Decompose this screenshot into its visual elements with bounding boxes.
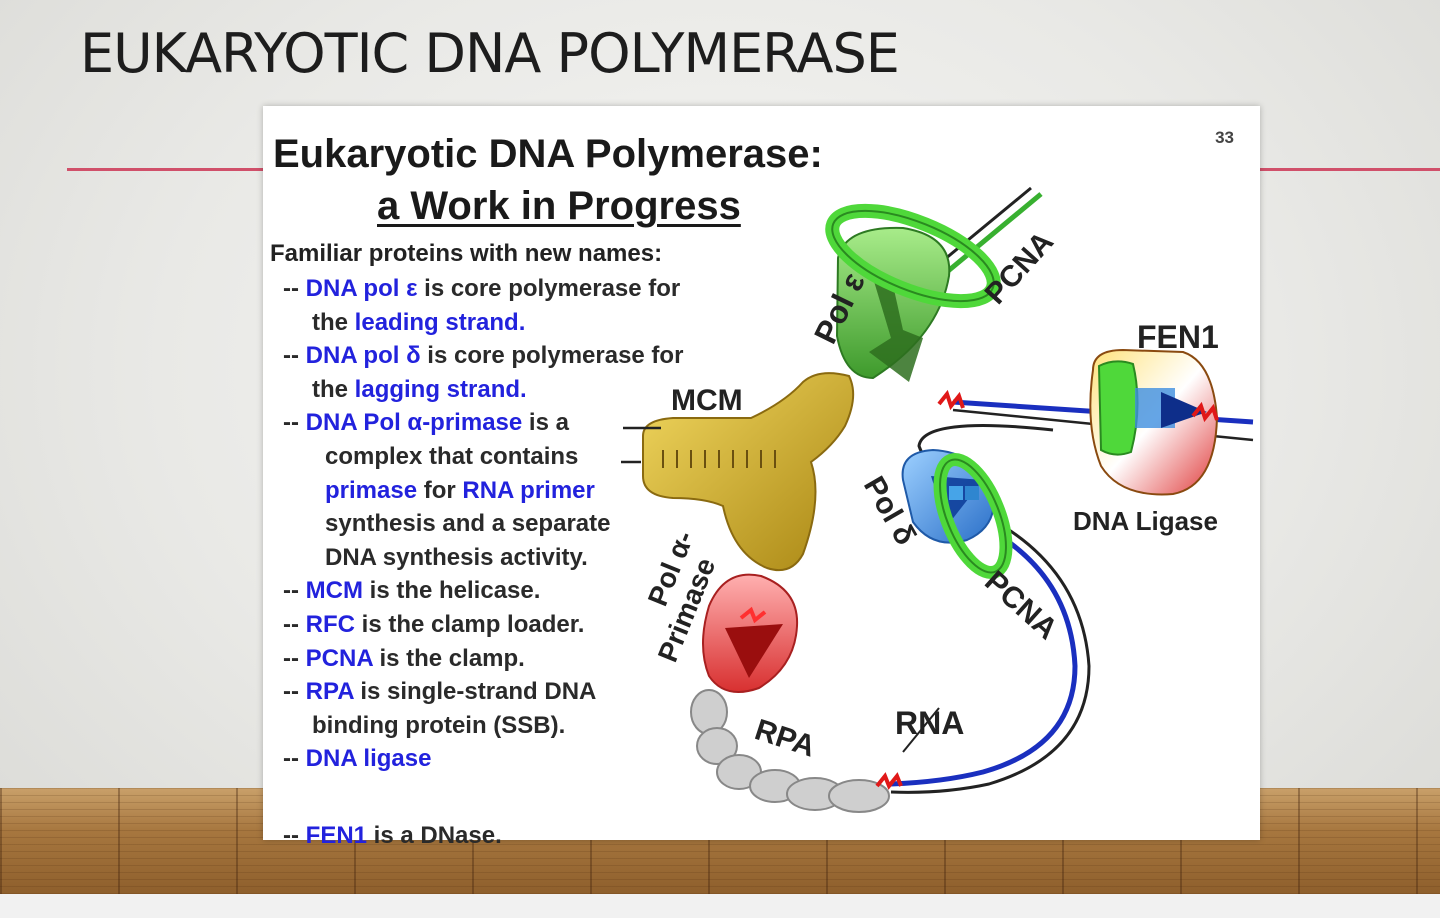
fact-term: RPA bbox=[305, 678, 354, 706]
label-fen1: FEN1 bbox=[1137, 319, 1219, 355]
fact-term: lagging strand bbox=[354, 375, 521, 403]
card-subtitle: a Work in Progress bbox=[377, 184, 741, 228]
fact-rpa: -- RPA is single-strand DNA bbox=[283, 675, 683, 709]
fact-pcna: -- PCNA is the clamp. bbox=[283, 642, 683, 676]
label-rpa: RPA bbox=[751, 713, 819, 763]
fact-term: DNA Pol α-primase bbox=[305, 409, 523, 437]
fact-text: the bbox=[312, 308, 355, 336]
fact-mcm: -- MCM is the helicase. bbox=[283, 574, 683, 608]
fact-ligase: -- DNA ligase bbox=[283, 742, 683, 776]
fact-term: primase bbox=[325, 476, 418, 504]
fact-text: is a bbox=[522, 409, 569, 437]
fact-rfc: -- RFC is the clamp loader. bbox=[283, 608, 683, 642]
fact-pol-alpha: -- DNA Pol α-primase is a bbox=[283, 406, 683, 440]
fact-dash: -- bbox=[283, 342, 306, 370]
replication-fork-diagram: Pol ε PCNA FEN1 MCM Pol δ PCNA DNA Ligas… bbox=[621, 186, 1254, 813]
pol-alpha-primase bbox=[702, 573, 799, 693]
fact-term: RFC bbox=[305, 610, 355, 638]
fact-dash: -- bbox=[283, 577, 306, 605]
fact-term: DNA pol ε bbox=[305, 275, 418, 302]
fact-pol-delta-cont: the lagging strand. bbox=[283, 373, 683, 407]
fact-dash: -- bbox=[283, 275, 306, 302]
fact-text: is core polymerase for bbox=[420, 342, 684, 370]
label-pcna-lower: PCNA bbox=[978, 565, 1063, 646]
fact-text: is core polymerase for bbox=[417, 275, 681, 302]
fact-pol-alpha-line4: synthesis and a separate bbox=[325, 510, 611, 538]
fact-term: leading strand bbox=[354, 308, 519, 336]
fact-pol-alpha-line3: primase for RNA primer bbox=[283, 474, 683, 508]
fact-dash: -- bbox=[283, 678, 306, 706]
fact-term: DNA ligase bbox=[305, 745, 432, 773]
mcm-helicase bbox=[621, 372, 855, 572]
fact-dash: -- bbox=[283, 409, 306, 437]
slide-title: EUKARYOTIC DNA POLYMERASE bbox=[80, 22, 900, 85]
protein-fact-list: -- DNA pol ε is core polymerase for the … bbox=[283, 272, 683, 853]
fact-text: is the clamp loader. bbox=[354, 610, 585, 638]
fact-term: FEN1 bbox=[305, 822, 368, 850]
pol-delta-complex bbox=[901, 448, 1013, 579]
lagging-strand-dna bbox=[875, 424, 1091, 794]
title-rule-left bbox=[67, 168, 267, 171]
fact-dash: -- bbox=[283, 610, 306, 638]
card-title: Eukaryotic DNA Polymerase: bbox=[273, 132, 823, 176]
fact-term: PCNA bbox=[305, 644, 373, 672]
page-number: 33 bbox=[1215, 128, 1234, 147]
fact-text: is the helicase. bbox=[362, 577, 541, 605]
fact-text: . bbox=[518, 308, 526, 336]
label-rna: RNA bbox=[895, 705, 964, 741]
fact-text: is a DNase. bbox=[367, 822, 502, 850]
pol-epsilon-complex bbox=[825, 203, 1001, 382]
title-rule-right bbox=[1258, 168, 1440, 171]
fact-dash: -- bbox=[283, 822, 306, 850]
fact-text: for bbox=[417, 476, 463, 504]
fen1-ligase-complex bbox=[937, 348, 1254, 496]
fact-fen1: -- FEN1 is a DNase. bbox=[283, 819, 683, 853]
slide-image-card: 33 Eukaryotic DNA Polymerase: a Work in … bbox=[263, 106, 1260, 849]
fact-rpa-cont: binding protein (SSB). bbox=[312, 711, 566, 739]
fact-text: the bbox=[312, 375, 355, 403]
rpa-proteins bbox=[690, 689, 890, 813]
fact-term: MCM bbox=[305, 577, 363, 605]
fact-text: is single-strand DNA bbox=[353, 678, 597, 706]
intro-text: Familiar proteins with new names: bbox=[270, 240, 663, 267]
fact-term: RNA primer bbox=[462, 476, 595, 504]
fact-dash: -- bbox=[283, 644, 306, 672]
fact-dash: -- bbox=[283, 745, 306, 773]
bottom-strip bbox=[0, 894, 1440, 918]
label-dna-ligase: DNA Ligase bbox=[1073, 506, 1218, 536]
fact-text: is the clamp. bbox=[372, 644, 525, 672]
fact-pol-alpha-line5: DNA synthesis activity. bbox=[325, 543, 588, 571]
fact-term: DNA pol δ bbox=[305, 342, 421, 370]
fact-text: . bbox=[520, 375, 527, 403]
fact-pol-delta: -- DNA pol δ is core polymerase for bbox=[283, 339, 683, 373]
label-mcm: MCM bbox=[671, 384, 743, 417]
fact-pol-alpha-line2: complex that contains bbox=[325, 442, 579, 470]
fact-pol-epsilon: -- DNA pol ε is core polymerase for bbox=[283, 272, 683, 306]
fact-pol-epsilon-cont: the leading strand. bbox=[283, 306, 683, 340]
